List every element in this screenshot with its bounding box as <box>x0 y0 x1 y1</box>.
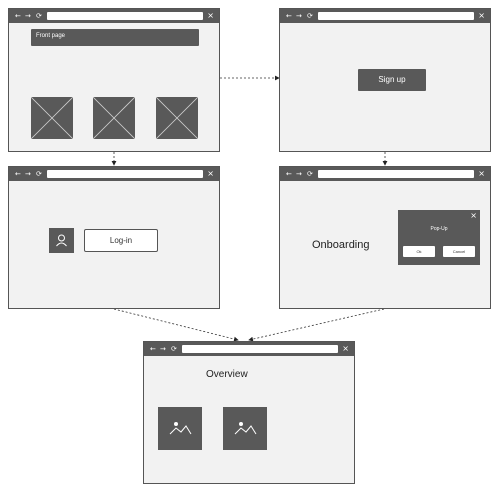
user-icon <box>56 234 67 247</box>
forward-arrow-icon[interactable]: → <box>296 12 302 20</box>
address-bar[interactable] <box>182 345 338 353</box>
close-icon[interactable]: × <box>478 169 485 178</box>
back-arrow-icon[interactable]: ← <box>286 12 292 20</box>
reload-icon[interactable]: ⟳ <box>36 170 42 178</box>
popup-dialog: × Pop-Up Ok Cancel <box>398 210 480 265</box>
image-placeholder-1 <box>31 97 73 139</box>
login-window: ← → ⟳ × Log-in <box>8 166 220 309</box>
placeholder-x-icon <box>93 97 135 139</box>
back-arrow-icon[interactable]: ← <box>286 170 292 178</box>
signup-button-label: Sign up <box>378 75 406 84</box>
image-icon <box>169 422 192 435</box>
back-arrow-icon[interactable]: ← <box>150 345 156 353</box>
forward-arrow-icon[interactable]: → <box>160 345 166 353</box>
popup-ok-button[interactable]: Ok <box>403 246 435 257</box>
overview-title: Overview <box>206 369 248 380</box>
close-icon[interactable]: × <box>342 344 349 353</box>
forward-arrow-icon[interactable]: → <box>25 170 31 178</box>
reload-icon[interactable]: ⟳ <box>307 12 313 20</box>
popup-ok-label: Ok <box>416 249 422 254</box>
close-icon[interactable]: × <box>207 169 214 178</box>
image-thumbnail-1 <box>158 407 202 450</box>
back-arrow-icon[interactable]: ← <box>15 12 21 20</box>
image-placeholder-3 <box>156 97 198 139</box>
onboarding-title: Onboarding <box>312 239 370 251</box>
login-button[interactable]: Log-in <box>84 229 158 252</box>
back-arrow-icon[interactable]: ← <box>15 170 21 178</box>
placeholder-x-icon <box>31 97 73 139</box>
close-icon[interactable]: × <box>207 11 214 20</box>
reload-icon[interactable]: ⟳ <box>171 345 177 353</box>
forward-arrow-icon[interactable]: → <box>296 170 302 178</box>
front-page-window: ← → ⟳ × Front page <box>8 8 220 152</box>
arrow-login-to-overview <box>113 308 239 342</box>
reload-icon[interactable]: ⟳ <box>307 170 313 178</box>
image-icon <box>234 422 257 435</box>
popup-title: Pop-Up <box>430 226 448 232</box>
popup-cancel-button[interactable]: Cancel <box>443 246 475 257</box>
front-page-banner: Front page <box>31 29 199 46</box>
title-bar: ← → ⟳ × <box>9 9 219 23</box>
overview-window: ← → ⟳ × Overview <box>143 341 355 484</box>
reload-icon[interactable]: ⟳ <box>36 12 42 20</box>
banner-label: Front page <box>36 33 66 39</box>
forward-arrow-icon[interactable]: → <box>25 12 31 20</box>
address-bar[interactable] <box>318 170 474 178</box>
placeholder-x-icon <box>156 97 198 139</box>
avatar <box>49 228 74 253</box>
signup-button[interactable]: Sign up <box>358 69 426 91</box>
popup-cancel-label: Cancel <box>452 249 466 254</box>
title-bar: ← → ⟳ × <box>280 167 490 181</box>
address-bar[interactable] <box>318 12 474 20</box>
title-bar: ← → ⟳ × <box>144 342 354 356</box>
arrow-onboarding-to-overview <box>248 308 385 342</box>
address-bar[interactable] <box>47 170 203 178</box>
signup-window: ← → ⟳ × Sign up <box>279 8 491 152</box>
login-button-label: Log-in <box>109 236 133 245</box>
title-bar: ← → ⟳ × <box>9 167 219 181</box>
popup-close-icon[interactable]: × <box>470 211 477 220</box>
onboarding-window: ← → ⟳ × Onboarding × Pop-Up Ok Cancel <box>279 166 491 309</box>
image-thumbnail-2 <box>223 407 267 450</box>
address-bar[interactable] <box>47 12 203 20</box>
title-bar: ← → ⟳ × <box>280 9 490 23</box>
image-placeholder-2 <box>93 97 135 139</box>
close-icon[interactable]: × <box>478 11 485 20</box>
